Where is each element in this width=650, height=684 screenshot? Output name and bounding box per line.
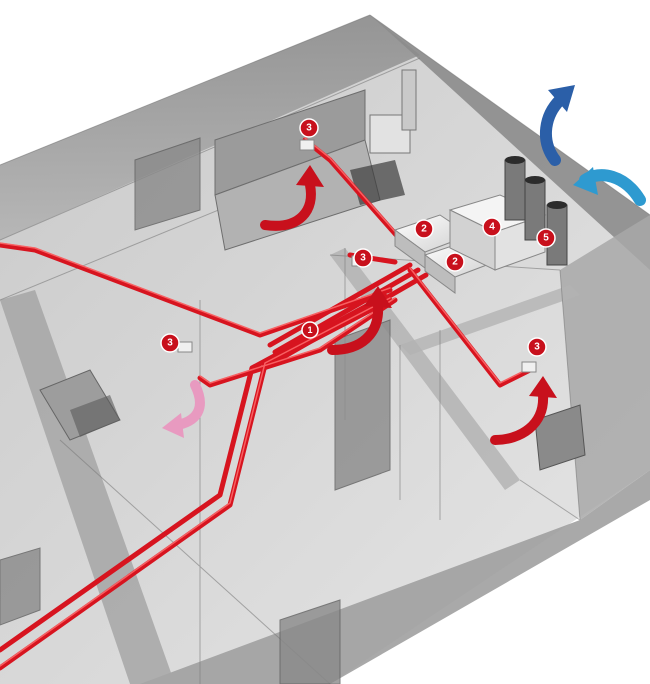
sofa <box>39 369 121 441</box>
air-supply-arrow-icon <box>260 165 324 231</box>
svg-text:1: 1 <box>307 325 312 335</box>
badge-terminal-living: 3 <box>160 333 180 353</box>
svg-text:2: 2 <box>421 224 427 235</box>
utility-appliance <box>534 404 586 471</box>
windows <box>0 137 391 684</box>
roof-terminal-pipes <box>504 156 568 266</box>
badge-roof-terminals: 5 <box>536 228 556 248</box>
air-exhaust-arrow-icon <box>539 85 575 166</box>
air-supply-arrow-icon <box>327 286 392 355</box>
terminal-valve-bathroom <box>521 361 537 373</box>
badge-recovery-unit: 4 <box>482 217 502 237</box>
back-wall-left <box>0 15 420 240</box>
front-outer-wall <box>140 470 650 684</box>
hob <box>350 160 405 205</box>
air-supply-arrow-icon <box>490 376 557 445</box>
svg-text:5: 5 <box>543 233 549 244</box>
terminal-valve-living <box>177 341 193 353</box>
svg-text:3: 3 <box>534 342 540 353</box>
svg-text:3: 3 <box>360 253 366 264</box>
badge-distribution-box-a: 2 <box>414 219 434 239</box>
duct-bundle-b <box>272 267 421 355</box>
partition-wall-right <box>400 285 580 355</box>
airflow-arrows <box>162 85 646 445</box>
flue-pipe <box>401 69 417 131</box>
svg-text:2: 2 <box>452 257 458 268</box>
badge-manifold: 1 <box>301 321 319 339</box>
badge-terminal-bathroom: 3 <box>527 337 547 357</box>
svg-text:4: 4 <box>489 222 495 233</box>
badge-terminal-utility: 3 <box>353 248 373 268</box>
svg-text:3: 3 <box>306 123 312 134</box>
duct-to-bathroom <box>407 267 533 388</box>
badge-terminal-kitchen: 3 <box>299 118 319 138</box>
terminal-valve-kitchen <box>299 139 315 151</box>
svg-text:3: 3 <box>167 338 173 349</box>
kitchen-cabinets <box>214 69 417 251</box>
air-extract-arrow-icon <box>162 380 205 438</box>
badge-distribution-box-b: 2 <box>445 252 465 272</box>
air-intake-arrow-icon <box>573 167 646 206</box>
badges: 1 2 2 3 3 3 3 4 <box>160 118 556 357</box>
